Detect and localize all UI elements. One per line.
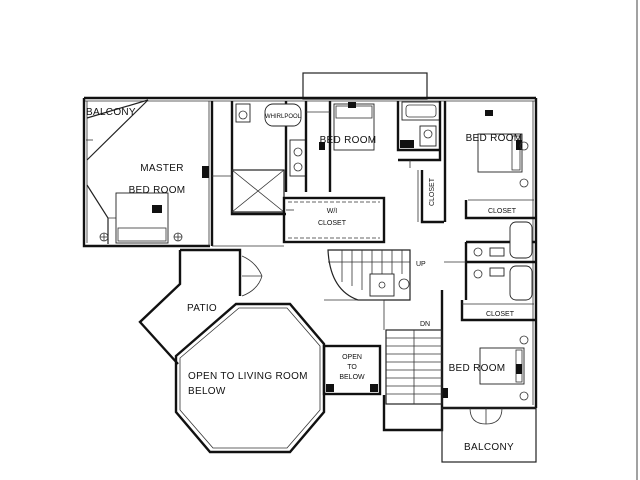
wi-closet-label-line1: W/I (327, 208, 338, 215)
room-labels: BALCONY MASTER BED ROOM BED ROOM BED ROO… (86, 107, 522, 453)
open-living-label-line1: OPEN TO LIVING ROOM (188, 371, 308, 382)
walk-in-closet (282, 196, 386, 244)
master-bedroom (86, 99, 214, 246)
right-bath (444, 221, 536, 301)
balcony-top-label: BALCONY (86, 107, 136, 118)
stair-up-label: UP (416, 261, 426, 268)
tub-label: WHIRLPOOL (265, 114, 302, 120)
whirlpool-tub (264, 103, 302, 127)
stair-down: DN (385, 321, 443, 405)
closet-right-top-label: CLOSET (488, 208, 517, 215)
bed-right-top (477, 133, 523, 173)
bedroom-center (304, 101, 442, 192)
patio (138, 248, 263, 365)
corridor-walls (212, 245, 385, 330)
closet-vertical-label: CLOSET (429, 177, 436, 206)
exterior-walls (82, 96, 538, 432)
balcony-bottom-label: BALCONY (464, 442, 514, 453)
master-bed (115, 192, 169, 244)
closet-right-bottom-label: CLOSET (486, 311, 515, 318)
open-below-label-line2: TO (347, 364, 357, 371)
open-below-label-line3: BELOW (339, 374, 365, 381)
bay-projection (302, 72, 428, 100)
bed-center (333, 103, 375, 151)
bed-room-right-top-label: BED ROOM (466, 133, 523, 144)
bed-room-right-bottom-label: BED ROOM (449, 363, 506, 374)
bed-room-center-label: BED ROOM (320, 135, 377, 146)
master-label-line1: MASTER (140, 163, 183, 174)
bedroom-right-bottom (442, 300, 536, 401)
master-bath: WHIRLPOOL (212, 101, 307, 216)
wi-closet-label-line2: CLOSET (318, 220, 347, 227)
open-living-label-line2: BELOW (188, 386, 226, 397)
balcony-bottom (441, 407, 537, 463)
master-label-line2: BED ROOM (129, 185, 186, 196)
bedroom-right-top (417, 101, 536, 224)
open-to-living-room (174, 302, 326, 454)
open-below-label-line1: OPEN (342, 354, 362, 361)
stair-down-label: DN (420, 321, 430, 328)
patio-label: PATIO (187, 303, 217, 314)
stair-up: UP (327, 249, 426, 301)
